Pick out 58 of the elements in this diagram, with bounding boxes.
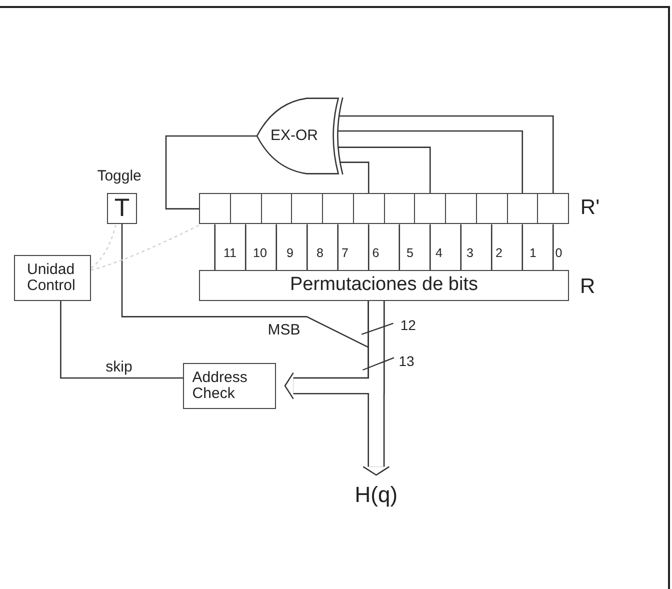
register-cell bbox=[414, 193, 446, 224]
dashed-line bbox=[90, 224, 116, 269]
connector-line bbox=[337, 224, 339, 270]
flip-flop-caption: Toggle bbox=[97, 167, 142, 185]
connector-line bbox=[276, 224, 278, 270]
register-cell bbox=[384, 193, 416, 224]
output-label: H(q) bbox=[354, 482, 398, 508]
control-unit-box: Unidad Control bbox=[14, 255, 91, 301]
hollow-bus-arrow bbox=[284, 300, 385, 400]
register-cell bbox=[260, 193, 292, 224]
connector-line bbox=[244, 224, 246, 270]
edge-label: skip bbox=[106, 358, 132, 376]
register-cell bbox=[291, 193, 323, 224]
connector-line bbox=[398, 224, 400, 270]
bus-width-label: 12 bbox=[400, 316, 416, 334]
permutation-box: Permutaciones de bits bbox=[199, 270, 569, 301]
register-caption: R bbox=[580, 274, 596, 299]
register-cell bbox=[352, 193, 384, 224]
bus-width-label: 13 bbox=[398, 352, 414, 370]
connector-line bbox=[306, 224, 308, 270]
bit-index: 9 bbox=[286, 246, 294, 260]
bit-index: 5 bbox=[406, 246, 414, 260]
register-cell bbox=[199, 193, 231, 224]
connector-line bbox=[460, 224, 462, 270]
connector-line bbox=[60, 301, 184, 379]
bit-index: 10 bbox=[253, 246, 267, 260]
connector-line bbox=[214, 224, 216, 270]
dashed-line bbox=[90, 224, 200, 271]
bit-index: 7 bbox=[342, 246, 348, 260]
gate-label: EX-OR bbox=[270, 127, 318, 145]
register-cell bbox=[506, 193, 538, 224]
bit-index: 3 bbox=[466, 246, 474, 260]
register-cell bbox=[537, 193, 569, 224]
connector-line bbox=[121, 224, 369, 348]
connector-line bbox=[522, 224, 524, 270]
bit-index: 11 bbox=[224, 246, 236, 260]
connector-line bbox=[429, 224, 431, 270]
bit-index: 2 bbox=[496, 246, 502, 260]
connector-line bbox=[368, 224, 370, 270]
bit-index: 0 bbox=[555, 246, 562, 260]
register-cell bbox=[476, 193, 508, 224]
connector-line bbox=[338, 130, 524, 194]
connector-line bbox=[338, 115, 554, 194]
register-cell bbox=[322, 193, 354, 224]
register-cell bbox=[445, 193, 477, 224]
bit-index: 4 bbox=[436, 246, 442, 260]
connector-line bbox=[338, 146, 431, 194]
connector-line bbox=[552, 224, 554, 270]
connector-line bbox=[340, 162, 370, 194]
address-check-box: Address Check bbox=[183, 362, 276, 409]
connector-line bbox=[490, 224, 492, 270]
register-cell bbox=[230, 193, 262, 224]
flip-flop-box: T bbox=[106, 192, 138, 224]
register-caption: R' bbox=[580, 196, 600, 220]
bit-index: 1 bbox=[530, 246, 536, 260]
bit-index: 6 bbox=[372, 246, 380, 260]
bit-index: 8 bbox=[316, 246, 324, 260]
connector-line bbox=[165, 135, 257, 210]
